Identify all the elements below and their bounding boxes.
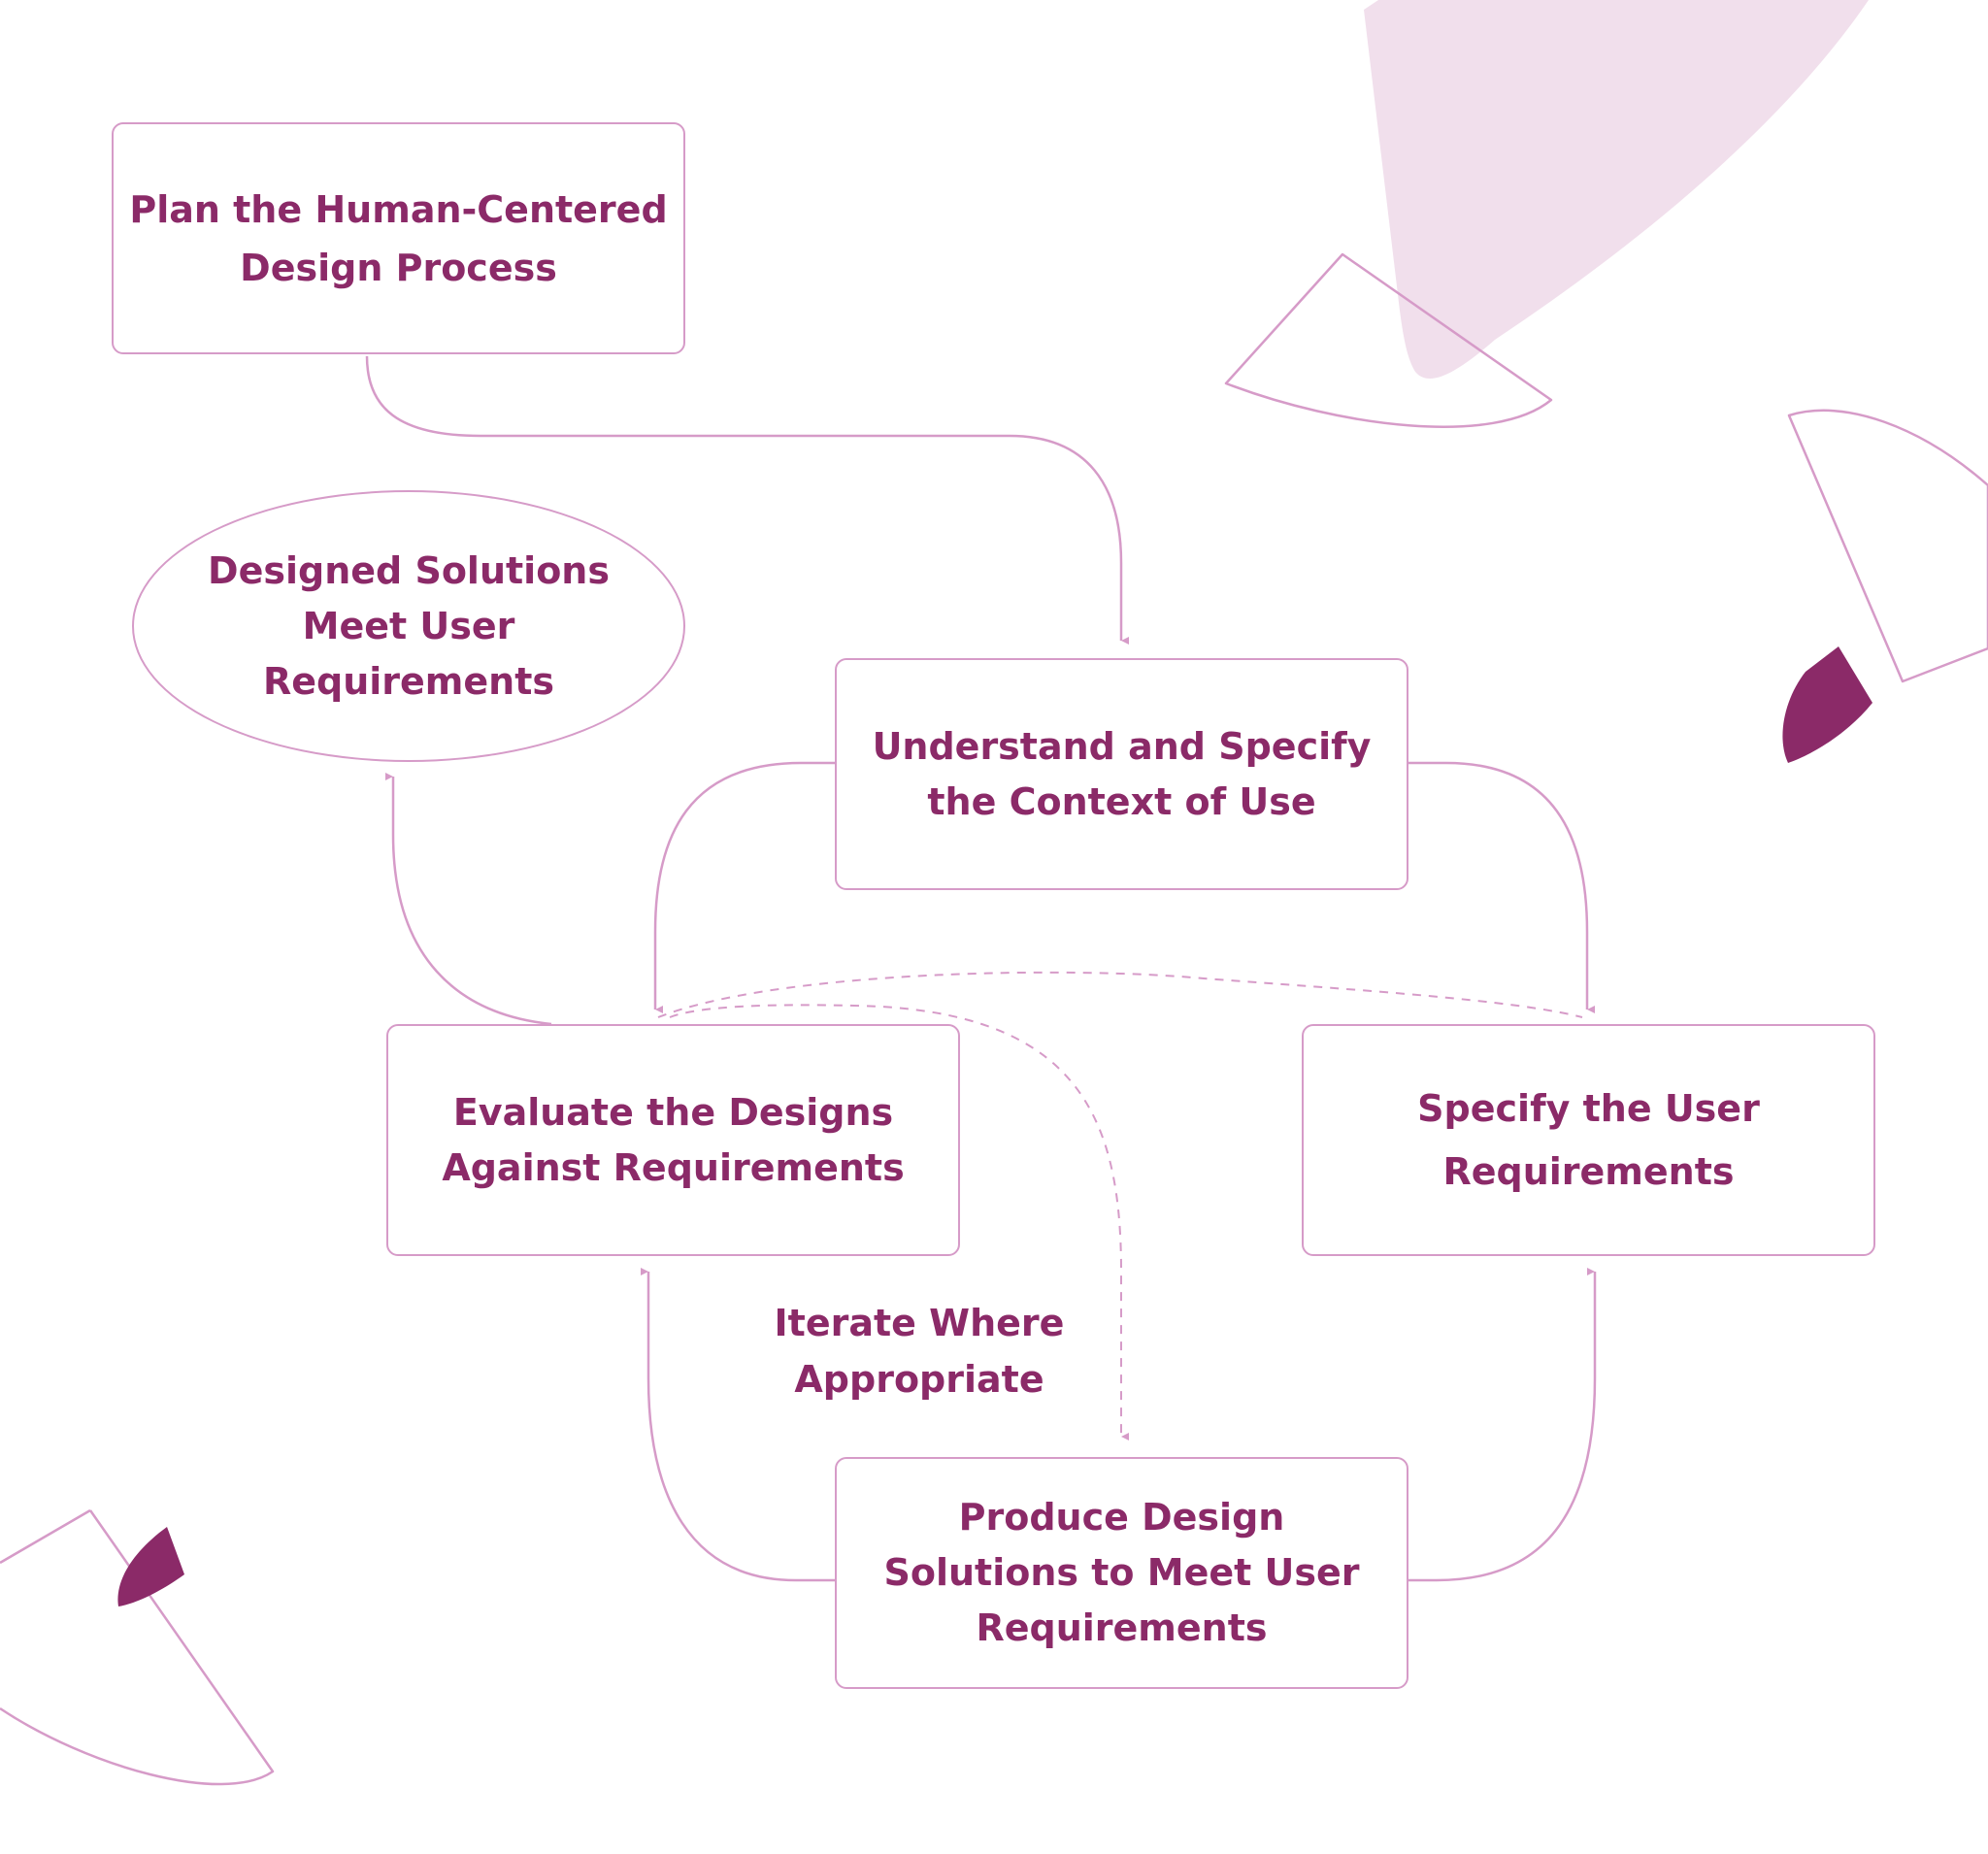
connector-understand-to-evaluate bbox=[653, 761, 835, 1013]
connector-evaluate-to-designed-solutions bbox=[385, 773, 552, 1026]
evaluate-node: Evaluate the Designs Against Requirement… bbox=[386, 1024, 960, 1256]
produce-solutions-node: Produce Design Solutions to Meet User Re… bbox=[835, 1457, 1408, 1689]
plan-node-label: Plan the Human-Centered Design Process bbox=[129, 187, 668, 289]
connector-understand-to-specify bbox=[1408, 761, 1595, 1013]
plan-node: Plan the Human-Centered Design Process bbox=[112, 122, 685, 354]
decorative-solid-wedge-right bbox=[1782, 646, 1872, 763]
evaluate-node-label: Evaluate the Designs Against Requirement… bbox=[442, 1090, 905, 1189]
connector-produce-to-evaluate bbox=[641, 1268, 835, 1582]
understand-context-node-label: Understand and Specify the Context of Us… bbox=[872, 724, 1372, 823]
designed-solutions-node-label: Designed Solutions Meet User Requirement… bbox=[208, 548, 610, 703]
decorative-outline-wedge-bottom-left bbox=[0, 1508, 275, 1786]
produce-solutions-node-label: Produce Design Solutions to Meet User Re… bbox=[883, 1496, 1360, 1649]
dashed-connector-evaluate-to-produce bbox=[669, 1004, 1129, 1440]
decorative-outline-wedge-top bbox=[1224, 252, 1553, 428]
designed-solutions-node: Designed Solutions Meet User Requirement… bbox=[132, 490, 685, 762]
specify-requirements-node-label: Specify the User Requirements bbox=[1417, 1086, 1760, 1193]
iterate-label-text: Iterate Where Appropriate bbox=[774, 1302, 1065, 1401]
understand-context-node: Understand and Specify the Context of Us… bbox=[835, 658, 1408, 890]
connector-produce-to-specify bbox=[1408, 1268, 1597, 1582]
connector-plan-to-understand bbox=[365, 355, 1129, 645]
dashed-connector-evaluate-to-specify bbox=[657, 971, 1583, 1018]
decorative-large-petal bbox=[1364, 0, 1869, 380]
decorative-outline-wedge-right bbox=[1787, 409, 1988, 683]
decorative-solid-wedge-bottom-left bbox=[117, 1527, 184, 1606]
specify-requirements-node: Specify the User Requirements bbox=[1302, 1024, 1875, 1256]
iterate-label: Iterate Where Appropriate bbox=[725, 1295, 1113, 1407]
